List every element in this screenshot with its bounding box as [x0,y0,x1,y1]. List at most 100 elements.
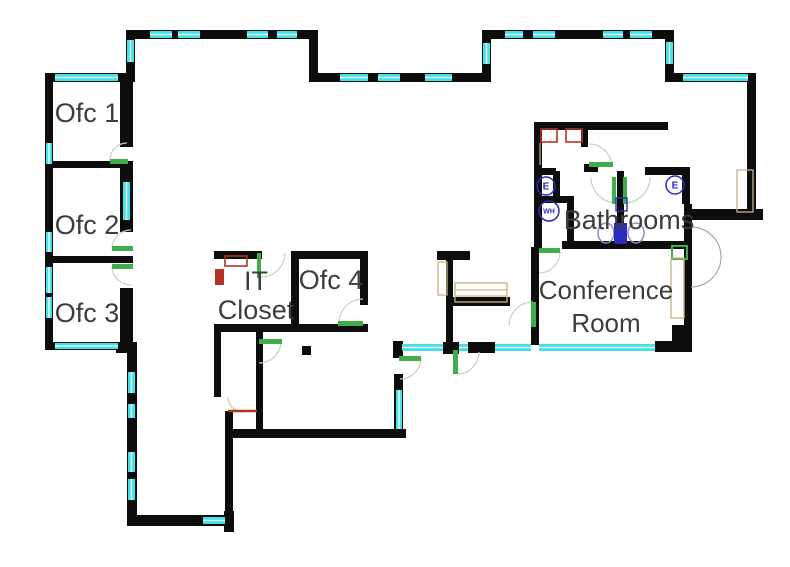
room-label-ofc-3: Ofc 3 [55,298,120,328]
wall [45,161,133,168]
window-center-line [48,143,50,164]
wall [682,167,690,204]
wall [534,168,556,175]
wall [617,171,624,242]
wall [225,429,403,438]
wall [127,350,137,523]
furniture-outline [454,282,508,303]
wall [360,251,368,305]
window-center-line [603,33,623,36]
wall [120,82,133,147]
wall [256,330,263,432]
utility-symbol-label: E [543,182,550,193]
wall [309,30,318,82]
red-equipment [224,255,248,267]
door-leaf [259,339,282,344]
window-center-line [668,42,671,64]
fire-extinguisher-icon [215,269,224,285]
window-center-line [539,346,655,349]
window-center-line [48,232,50,252]
window-center-line [247,33,268,36]
equipment-green-square [671,245,688,260]
window-center-line [402,346,443,349]
toilet-tank [614,223,627,244]
room-label-ofc-2: Ofc 2 [55,210,120,240]
door-swing-arc [109,142,128,161]
door-leaf [589,162,613,167]
window-center-line [125,182,128,220]
window-center-line [48,267,50,293]
wall [394,374,403,390]
door-swing-arc [690,226,722,288]
wall [684,204,692,345]
red-equipment [565,128,583,143]
wall [534,122,668,130]
window-center-line [630,33,652,36]
column [302,346,311,355]
door-leaf [338,321,363,326]
utility-symbol-circle [665,175,685,195]
toilet-bowl [627,222,645,244]
wall [225,411,233,515]
wall [584,164,598,172]
door-swing-arc [399,357,422,380]
window-center-line [340,76,368,79]
window-center-line [55,345,118,347]
door-leaf [112,246,133,251]
wall [45,256,133,263]
red-equipment [540,128,558,143]
window-center-line [150,33,172,36]
wall [747,73,756,216]
wall [396,429,406,438]
door-swing-arc [508,301,534,327]
wall [534,122,542,249]
wall [567,196,574,241]
window-center-line [178,33,200,36]
utility-symbol-label: WH [543,209,555,216]
door-leaf [257,253,261,278]
wall [214,330,221,397]
wall [214,251,262,259]
wall [127,515,234,526]
window-center-line [533,33,555,36]
wall [45,73,53,350]
window-center-line [130,452,133,472]
window-center-line [459,346,468,349]
room-label-ofc-4: Ofc 4 [299,265,364,295]
door-leaf [623,177,627,204]
wall [214,324,368,332]
wall [116,342,137,353]
window-center-line [485,43,488,64]
window-center-line [398,390,400,429]
furniture-outline [736,169,754,213]
window-center-line [505,33,523,36]
door-leaf [531,302,536,327]
wall [224,511,234,532]
window-center-line [277,33,297,36]
room-label-ofc-1: Ofc 1 [55,98,120,128]
door-swing-arc [538,251,561,274]
window-center-line [130,479,133,500]
utility-symbol-circle [536,176,556,196]
wall [446,251,453,345]
utility-symbol-label: E [672,181,679,192]
wall [126,30,318,39]
door-leaf [612,177,616,204]
door-swing-arc [590,176,616,204]
wall [655,341,692,352]
door-leaf [112,264,133,269]
wall [534,196,574,203]
window-center-line [129,40,132,62]
wall [562,241,692,249]
wall [120,288,133,342]
window-center-line [495,346,531,349]
window-center-line [425,76,452,79]
door-leaf [110,159,128,164]
wall [468,342,495,353]
wall [437,251,470,260]
wall [291,251,368,259]
